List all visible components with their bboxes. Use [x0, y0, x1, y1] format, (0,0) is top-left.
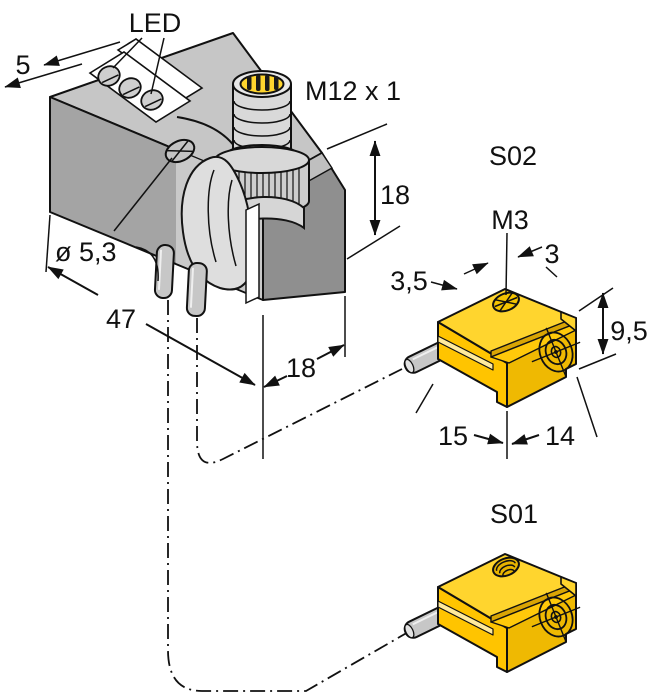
dimension-annotations: LED 5 M12 x 1 18 ø 5,3 47 18 S02 M3 [4, 8, 648, 529]
led-indicator-3 [140, 89, 164, 111]
led-leader-2 [150, 37, 165, 95]
connector-label: M12 x 1 [305, 76, 401, 106]
led-indicator-2 [118, 77, 142, 99]
dim-body-length: 47 [106, 304, 136, 334]
dim-head-offset-x: 3,5 [390, 266, 428, 296]
m3-label: M3 [491, 205, 529, 235]
connector-pins [247, 75, 279, 91]
dim-head-width: 14 [545, 421, 575, 451]
connector-clamp [180, 155, 305, 305]
led-indicators [97, 65, 164, 111]
s02-label: S02 [489, 141, 537, 171]
dim-chamfer: 5 [15, 50, 30, 80]
clamp-slot [245, 202, 260, 305]
dim-head-offset-y: 3 [544, 239, 559, 269]
threaded-hole-icon [492, 556, 520, 578]
sensor-head-s02 [401, 288, 591, 408]
cable-route-s01 [167, 300, 411, 692]
led-leader-1 [112, 37, 143, 69]
dim-hole-diameter: ø 5,3 [55, 237, 117, 267]
dim-head-length: 15 [438, 421, 468, 451]
s01-label: S01 [490, 499, 538, 529]
dim-body-depth: 18 [286, 353, 316, 383]
led-indicator-1 [97, 65, 121, 87]
m3-hole-icon [492, 291, 520, 313]
amplifier-body [49, 32, 346, 318]
cable-right [185, 261, 208, 318]
led-label: LED [129, 8, 182, 38]
cable-route-s02 [196, 318, 403, 464]
dim-head-height: 9,5 [610, 316, 648, 346]
cable-left [153, 244, 175, 300]
sensor-head-s01 [401, 553, 591, 673]
dim-body-height: 18 [380, 180, 410, 210]
mounting-hole-icon [164, 138, 196, 164]
m3-leader [505, 232, 508, 296]
